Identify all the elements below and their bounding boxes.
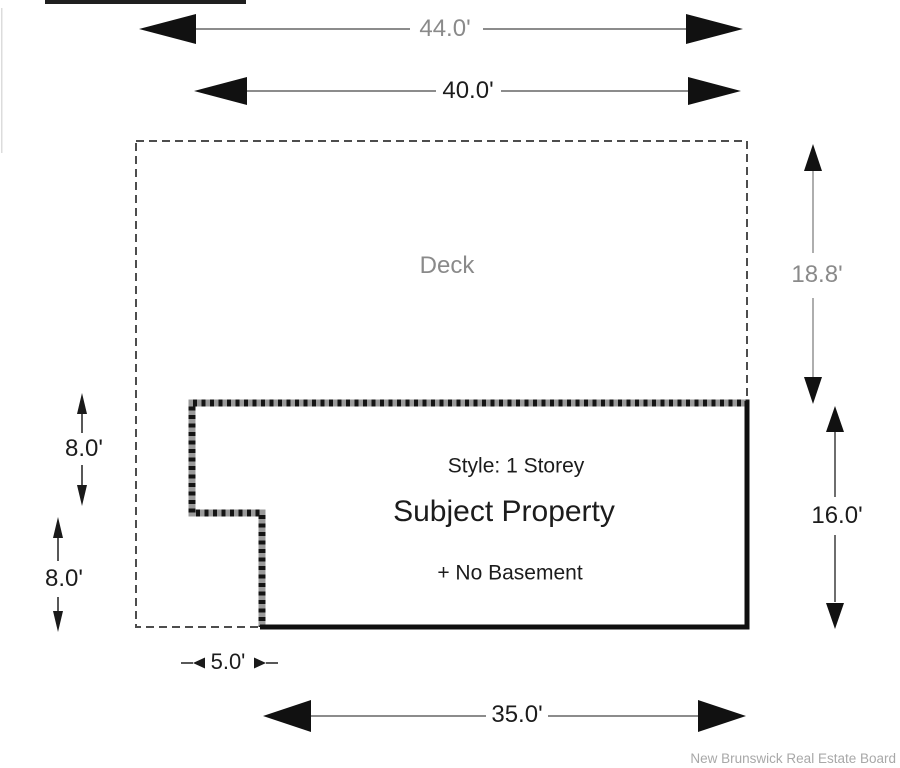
property-name-label: Subject Property [393,495,615,528]
deck-outline [135,140,748,628]
dim-arrow-property-depth [826,406,844,629]
arrowhead-down-icon [826,603,844,629]
property-fill [192,402,747,628]
arrowhead-up-icon [804,144,822,171]
arrowhead-right-icon [698,700,746,732]
dim-label-overall-width: 44.0' [419,15,471,42]
arrowhead-down-icon [77,485,87,506]
arrowhead-up-icon [77,393,87,414]
dim-label-deck-width: 40.0' [442,77,494,104]
property-style-label: Style: 1 Storey [447,454,585,478]
dim-arrow-property-width [263,700,746,732]
dim-label-property-depth: 16.0' [811,502,863,529]
dim-label-notch-width: 5.0' [210,649,246,674]
dim-arrow-notch-lower-depth [53,517,63,632]
dim-label-notch-upper-depth: 8.0' [65,435,103,462]
dim-arrow-deck-depth [804,144,822,404]
dim-label-property-width: 35.0' [491,701,543,728]
dim-arrow-notch-upper-depth [77,393,87,506]
dim-arrow-notch-width [181,657,278,669]
arrowhead-right-icon [688,77,741,105]
property-wall-hatch-dashes [188,399,750,627]
dim-arrow-overall-width [139,14,743,44]
board-watermark: New Brunswick Real Estate Board [690,751,896,766]
arrowhead-left-icon [139,14,196,44]
dim-label-deck-depth: 18.8' [791,261,843,288]
property-basement-label: + No Basement [437,561,583,585]
property-outline [188,399,750,630]
arrowhead-right-icon [254,657,266,669]
deck-label: Deck [419,252,475,279]
left-edge-artifact [1,8,3,153]
arrowhead-down-icon [53,611,63,632]
arrowhead-up-icon [826,406,844,432]
arrowhead-left-icon [193,657,205,669]
arrowhead-down-icon [804,377,822,404]
cropped-top-bar [45,0,246,4]
dim-arrow-deck-width [194,77,741,105]
property-wall-solid [260,401,750,630]
arrowhead-left-icon [194,77,247,105]
arrowhead-right-icon [686,14,743,44]
arrowhead-up-icon [53,517,63,538]
arrowhead-left-icon [263,700,311,732]
dim-label-notch-lower-depth: 8.0' [45,565,83,592]
